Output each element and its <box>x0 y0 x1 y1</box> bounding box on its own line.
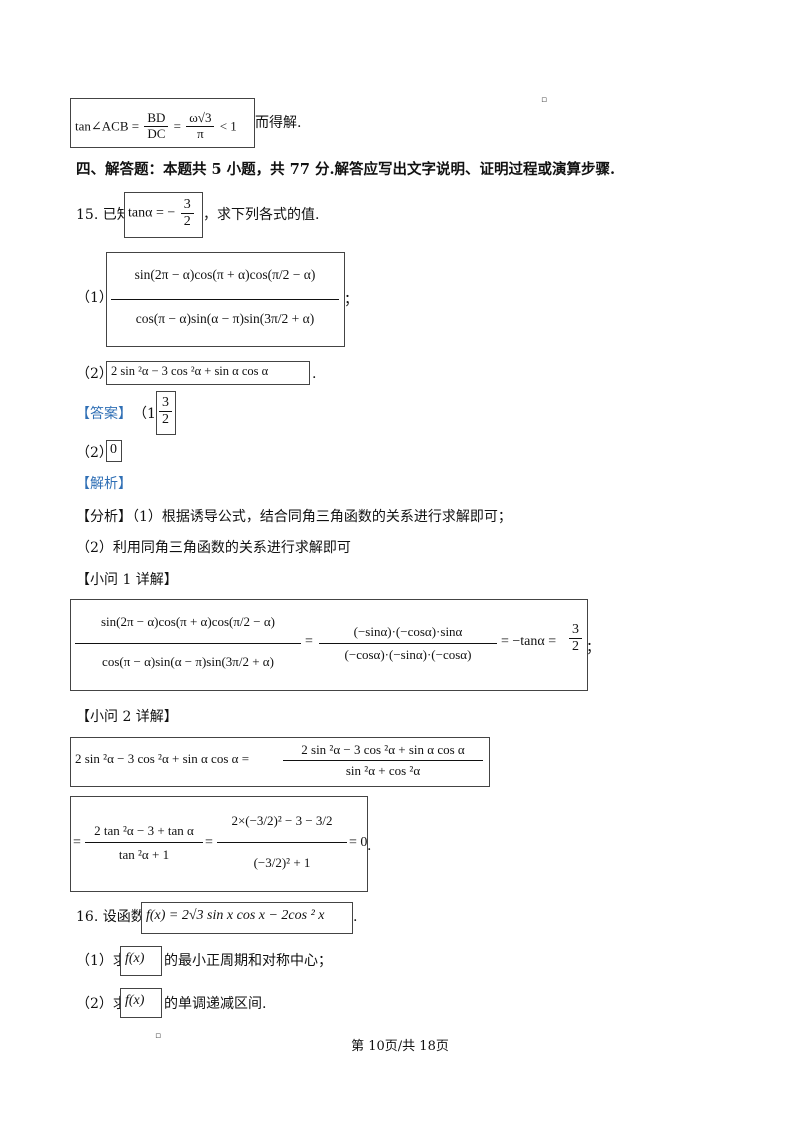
detail-2-tag: 【小问 2 详解】 <box>76 709 178 725</box>
q15-p1-den: cos(π − α)sin(α − π)sin(3π/2 + α) <box>135 311 315 326</box>
q16-p2-fx-box: f(x) <box>120 988 162 1018</box>
detail-2b-box: = 2 tan ²α − 3 + tan α tan ²α + 1 = 2×(−… <box>70 796 368 892</box>
detail-1-tag: 【小问 1 详解】 <box>76 572 178 588</box>
analysis-line-1: 【分析】（1）根据诱导公式，结合同角三角函数的关系进行求解即可； <box>76 509 512 525</box>
q15-p1-label: （1） <box>76 290 113 306</box>
marker-dot-2: ▫ <box>155 1031 162 1041</box>
answer-tag: 【答案】 <box>76 406 132 422</box>
top-formula-lhs: tan∠ACB = <box>75 118 140 134</box>
q15-prefix: 15. 已知 <box>76 207 131 223</box>
q16-prefix: 16. 设函数 <box>76 909 145 925</box>
q16-p2-text: 的单调递减区间. <box>164 996 267 1012</box>
detail-1-box: sin(2π − α)cos(π + α)cos(π/2 − α) cos(π … <box>70 599 588 691</box>
section-heading: 四、解答题：本题共 5 小题，共 77 分.解答应写出文字说明、证明过程或演算步… <box>76 161 616 178</box>
q15-p2-expr: 2 sin ²α − 3 cos ²α + sin α cos α <box>111 364 269 378</box>
q15-suffix: ，求下列各式的值. <box>203 207 320 223</box>
page-footer: 第 10页/共 18页 <box>351 1039 449 1054</box>
q16-p1-text: 的最小正周期和对称中心； <box>164 953 332 969</box>
q15-p2-box: 2 sin ²α − 3 cos ²α + sin α cos α <box>106 361 310 385</box>
q15-p1-num: sin(2π − α)cos(π + α)cos(π/2 − α) <box>134 267 316 282</box>
analysis-tag: 【解析】 <box>76 476 132 492</box>
answer-2-box: 0 <box>106 440 122 462</box>
detail-2a-box: 2 sin ²α − 3 cos ²α + sin α cos α = 2 si… <box>70 737 490 787</box>
q15-p2-label: （2） <box>76 366 113 382</box>
q16-func: f(x) = 2√3 sin x cos x − 2cos ² x <box>146 908 325 923</box>
analysis-line-2: （2）利用同角三角函数的关系进行求解即可 <box>76 540 351 556</box>
q16-func-box: f(x) = 2√3 sin x cos x − 2cos ² x <box>141 902 353 934</box>
top-tail-text: 而得解. <box>255 115 302 131</box>
q15-p1-box: sin(2π − α)cos(π + α)cos(π/2 − α) cos(π … <box>106 252 345 347</box>
marker-dot: ▫ <box>541 95 548 105</box>
q16-p1-fx-box: f(x) <box>120 946 162 976</box>
